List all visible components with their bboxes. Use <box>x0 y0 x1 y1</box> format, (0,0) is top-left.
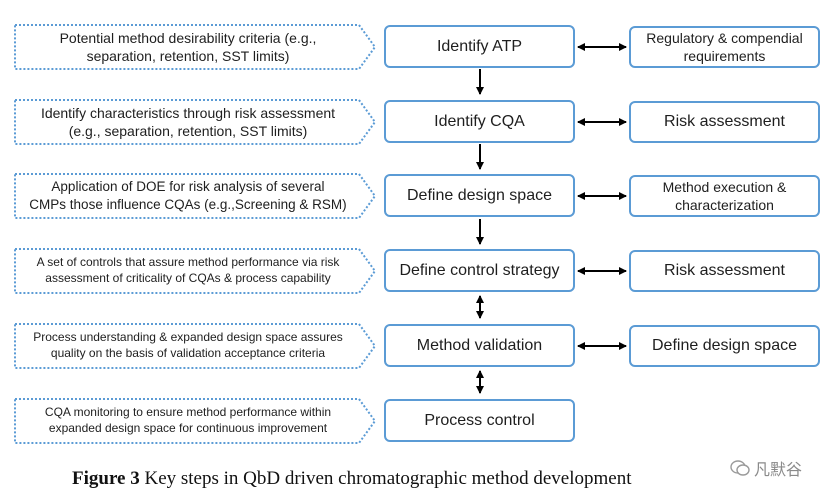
criteria-note-text: Potential method desirability criteria (… <box>59 29 317 64</box>
step-method-validation: Method validation <box>384 324 575 367</box>
pentagon-shape <box>14 24 376 70</box>
define-design-space-box: Define design space <box>629 325 820 367</box>
doe-note-box: Application of DOE for risk analysis of … <box>14 173 376 219</box>
controls-note-box: A set of controls that assure method per… <box>14 248 376 294</box>
regulatory-requirements-box: Regulatory & compendial requirements <box>629 26 820 68</box>
criteria-note-box: Potential method desirability criteria (… <box>14 24 376 70</box>
watermark-text: 凡默谷 <box>754 462 803 479</box>
step-define-control-strategy: Define control strategy <box>384 249 575 292</box>
pentagon-shape <box>14 173 376 219</box>
process-understanding-note-box: Process understanding & expanded design … <box>14 323 376 369</box>
step-identify-cqa: Identify CQA <box>384 100 575 143</box>
pentagon-shape <box>14 323 376 369</box>
wechat-icon <box>730 460 750 476</box>
risk-assessment-box-2: Risk assessment <box>629 250 820 292</box>
doe-note-text: Application of DOE for risk analysis of … <box>29 179 347 212</box>
risk-characteristics-note-box: Identify characteristics through risk as… <box>14 99 376 145</box>
step-identify-atp: Identify ATP <box>384 25 575 68</box>
method-execution-box: Method execution & characterization <box>629 175 820 217</box>
step-define-design-space: Define design space <box>384 174 575 217</box>
figure-caption-text: Key steps in QbD driven chromatographic … <box>139 468 632 489</box>
pentagon-shape <box>14 99 376 145</box>
figure-label: Figure 3 <box>72 468 140 489</box>
risk-characteristics-note-text: Identify characteristics through risk as… <box>40 104 336 139</box>
pentagon-shape <box>14 248 376 294</box>
figure-caption: Figure 3 Key steps in QbD driven chromat… <box>72 468 632 490</box>
cqa-monitoring-note-box: CQA monitoring to ensure method performa… <box>14 398 376 444</box>
pentagon-shape <box>14 398 376 444</box>
process-understanding-note-text: Process understanding & expanded design … <box>33 330 343 360</box>
controls-note-text: A set of controls that assure method per… <box>36 255 340 285</box>
risk-assessment-box-1: Risk assessment <box>629 101 820 143</box>
step-process-control: Process control <box>384 399 575 442</box>
cqa-monitoring-note-text: CQA monitoring to ensure method performa… <box>44 405 332 435</box>
watermark: 凡默谷 <box>730 456 802 480</box>
